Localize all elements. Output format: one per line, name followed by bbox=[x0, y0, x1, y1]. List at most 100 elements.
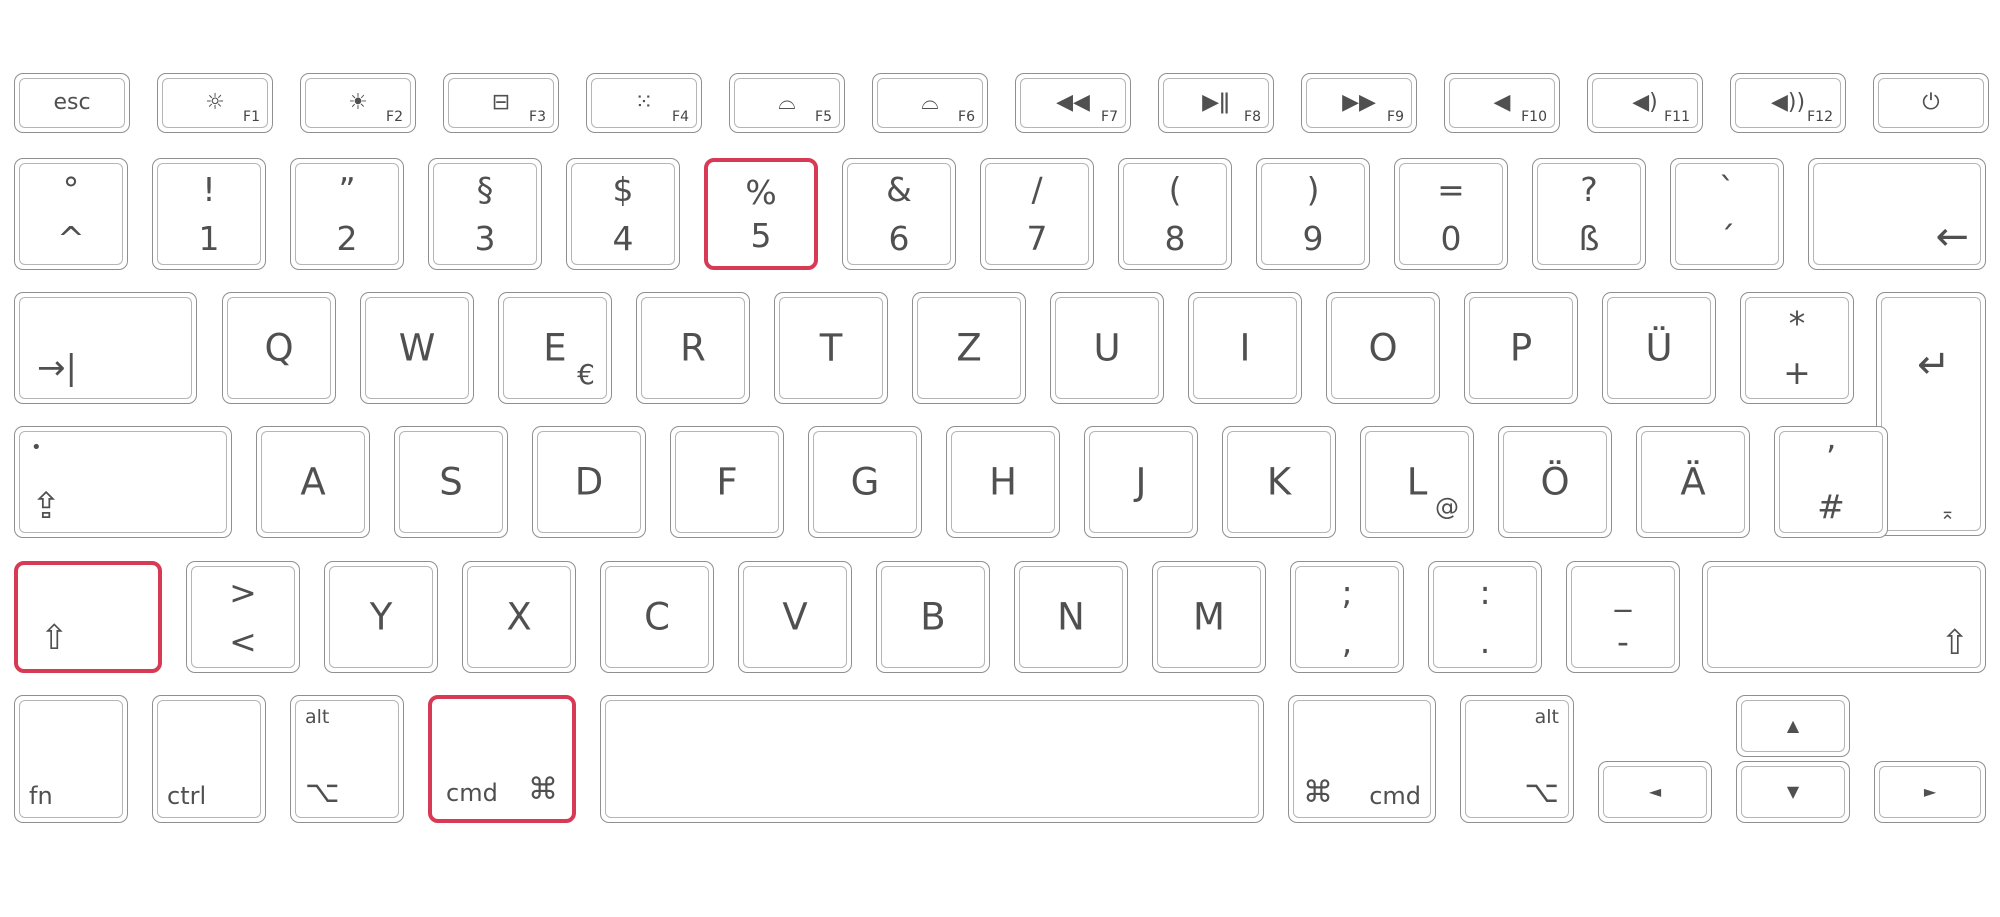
key-base-label: - bbox=[1617, 622, 1629, 661]
key-2[interactable]: ”2 bbox=[290, 158, 404, 270]
key-return[interactable]: ↵⌅ bbox=[1876, 292, 1986, 536]
key-capslock[interactable]: •⇪ bbox=[14, 426, 232, 538]
key-arrow-down[interactable]: ▼ bbox=[1736, 761, 1850, 823]
key-p[interactable]: P bbox=[1464, 292, 1578, 404]
key-power[interactable]: ⏻ bbox=[1873, 73, 1989, 133]
key-letter-label: I bbox=[1239, 326, 1251, 370]
shift-icon: ⇧ bbox=[1940, 623, 1970, 663]
key-n[interactable]: N bbox=[1014, 561, 1128, 673]
key-f12[interactable]: ◀))F12 bbox=[1730, 73, 1846, 133]
key-b[interactable]: B bbox=[876, 561, 990, 673]
key-1[interactable]: !1 bbox=[152, 158, 266, 270]
key-angle[interactable]: >< bbox=[186, 561, 300, 673]
key-y[interactable]: Y bbox=[324, 561, 438, 673]
enter-icon: ⌅ bbox=[1939, 503, 1955, 524]
key-7[interactable]: /7 bbox=[980, 158, 1094, 270]
key-8[interactable]: (8 bbox=[1118, 158, 1232, 270]
key-a[interactable]: A bbox=[256, 426, 370, 538]
key-g[interactable]: G bbox=[808, 426, 922, 538]
key-e[interactable]: E€ bbox=[498, 292, 612, 404]
function-number-label: F10 bbox=[1521, 109, 1547, 125]
key-4[interactable]: $4 bbox=[566, 158, 680, 270]
key-w[interactable]: W bbox=[360, 292, 474, 404]
key-t[interactable]: T bbox=[774, 292, 888, 404]
key-f10[interactable]: ◀F10 bbox=[1444, 73, 1560, 133]
key-l[interactable]: L@ bbox=[1360, 426, 1474, 538]
key-base-label: + bbox=[1783, 353, 1811, 392]
f6-icon: ⌓ bbox=[921, 90, 939, 115]
key-x[interactable]: X bbox=[462, 561, 576, 673]
key-5[interactable]: %5 bbox=[704, 158, 818, 270]
key-f5[interactable]: ⌓F5 bbox=[729, 73, 845, 133]
key-3[interactable]: §3 bbox=[428, 158, 542, 270]
key-base-label: 4 bbox=[612, 219, 634, 258]
key-f3[interactable]: ⊟F3 bbox=[443, 73, 559, 133]
key-m[interactable]: M bbox=[1152, 561, 1266, 673]
key-c[interactable]: C bbox=[600, 561, 714, 673]
key-comma[interactable]: ;, bbox=[1290, 561, 1404, 673]
key-base-label: , bbox=[1341, 622, 1353, 661]
key-shift-label: & bbox=[886, 170, 912, 209]
key-k[interactable]: K bbox=[1222, 426, 1336, 538]
key-cmd-right[interactable]: cmd⌘ bbox=[1288, 695, 1436, 823]
key-o[interactable]: O bbox=[1326, 292, 1440, 404]
key-caret[interactable]: °^ bbox=[14, 158, 128, 270]
key-minus[interactable]: _- bbox=[1566, 561, 1680, 673]
key-oe[interactable]: Ö bbox=[1498, 426, 1612, 538]
key-base-label: 6 bbox=[888, 219, 910, 258]
key-space[interactable] bbox=[600, 695, 1264, 823]
key-f6[interactable]: ⌓F6 bbox=[872, 73, 988, 133]
key-s[interactable]: S bbox=[394, 426, 508, 538]
key-0[interactable]: =0 bbox=[1394, 158, 1508, 270]
key-arrow-right[interactable]: ► bbox=[1874, 761, 1986, 823]
key-v[interactable]: V bbox=[738, 561, 852, 673]
key-r[interactable]: R bbox=[636, 292, 750, 404]
key-alt-right[interactable]: alt⌥ bbox=[1460, 695, 1574, 823]
key-d[interactable]: D bbox=[532, 426, 646, 538]
key-arrow-left[interactable]: ◄ bbox=[1598, 761, 1712, 823]
key-shift-right[interactable]: ⇧ bbox=[1702, 561, 1986, 673]
key-ctrl[interactable]: ctrl bbox=[152, 695, 266, 823]
key-esc[interactable]: esc bbox=[14, 73, 130, 133]
key-alt-left[interactable]: alt⌥ bbox=[290, 695, 404, 823]
modifier-label: cmd bbox=[1369, 782, 1421, 810]
key-period[interactable]: :. bbox=[1428, 561, 1542, 673]
key-shift-left[interactable]: ⇧ bbox=[14, 561, 162, 673]
key-f4[interactable]: ⁙F4 bbox=[586, 73, 702, 133]
f11-icon: ◀) bbox=[1632, 90, 1658, 115]
key-hash[interactable]: ’# bbox=[1774, 426, 1888, 538]
key-shift-label: ( bbox=[1168, 170, 1182, 209]
key-f11[interactable]: ◀) F11 bbox=[1587, 73, 1703, 133]
key-fn[interactable]: fn bbox=[14, 695, 128, 823]
function-number-label: F5 bbox=[815, 109, 832, 125]
key-cmd-left[interactable]: cmd⌘ bbox=[428, 695, 576, 823]
key-z[interactable]: Z bbox=[912, 292, 1026, 404]
backspace-arrow-icon: ← bbox=[1935, 214, 1969, 260]
key-f9[interactable]: ▶▶F9 bbox=[1301, 73, 1417, 133]
command-icon: ⌘ bbox=[528, 772, 558, 807]
key-f[interactable]: F bbox=[670, 426, 784, 538]
key-ae[interactable]: Ä bbox=[1636, 426, 1750, 538]
function-number-label: F11 bbox=[1664, 109, 1690, 125]
key-6[interactable]: &6 bbox=[842, 158, 956, 270]
key-plus[interactable]: *+ bbox=[1740, 292, 1854, 404]
key-ue[interactable]: Ü bbox=[1602, 292, 1716, 404]
key-accent[interactable]: `´ bbox=[1670, 158, 1784, 270]
key-sz[interactable]: ?ß bbox=[1532, 158, 1646, 270]
key-f7[interactable]: ◀◀F7 bbox=[1015, 73, 1131, 133]
key-9[interactable]: )9 bbox=[1256, 158, 1370, 270]
key-h[interactable]: H bbox=[946, 426, 1060, 538]
key-i[interactable]: I bbox=[1188, 292, 1302, 404]
key-q[interactable]: Q bbox=[222, 292, 336, 404]
key-letter-label: Ä bbox=[1680, 460, 1706, 504]
key-j[interactable]: J bbox=[1084, 426, 1198, 538]
key-u[interactable]: U bbox=[1050, 292, 1164, 404]
key-tab[interactable]: →| bbox=[14, 292, 197, 404]
key-f1[interactable]: ☼F1 bbox=[157, 73, 273, 133]
modifier-label: fn bbox=[29, 782, 53, 810]
key-arrow-up[interactable]: ▲ bbox=[1736, 695, 1850, 757]
key-f2[interactable]: ☀F2 bbox=[300, 73, 416, 133]
key-backspace[interactable]: ← bbox=[1808, 158, 1986, 270]
key-shift-label: ” bbox=[338, 170, 356, 209]
